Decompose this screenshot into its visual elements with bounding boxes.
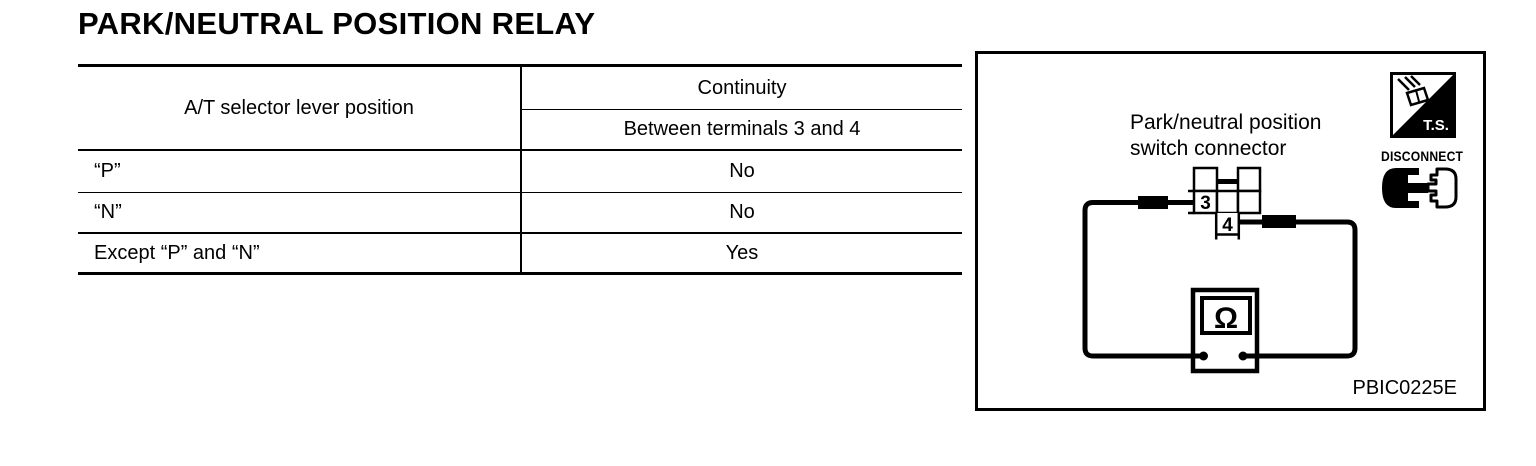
diagram-panel: Ω 3 4 Park/neutral position switch conne… <box>975 51 1486 411</box>
cell-position-except: Except “P” and “N” <box>78 234 522 272</box>
disconnect-label: DISCONNECT <box>1381 149 1464 164</box>
connector-latch-bar <box>1217 179 1238 184</box>
ts-icon-connector-divider <box>1415 89 1420 102</box>
cell-position-n: “N” <box>78 193 522 232</box>
cavity-edge-ticks <box>1188 189 1194 215</box>
connector-cavity <box>1215 189 1240 215</box>
cell-continuity-n: No <box>729 201 755 223</box>
connector-caption-line1: Park/neutral position <box>1130 111 1322 134</box>
terminal-4-label: 4 <box>1222 215 1233 236</box>
ohm-symbol: Ω <box>1214 302 1238 335</box>
ts-icon-triangle <box>1393 75 1453 135</box>
connector-cavity <box>1192 166 1219 193</box>
column-header-continuity: Continuity <box>522 67 962 110</box>
disconnect-icon <box>1382 167 1458 209</box>
diagram-frame <box>975 51 1486 411</box>
probe-dot-right <box>1238 351 1248 361</box>
disconnect-icon-notch <box>1408 193 1419 201</box>
cell-continuity-except: Yes <box>725 241 759 264</box>
connector-cavity-terminal-4-border <box>1214 213 1241 240</box>
ts-icon-label: T.S. <box>1423 117 1449 134</box>
table-header-row: A/T selector lever position Continuity B… <box>78 67 962 151</box>
column-subheader-terminals: Between terminals 3 and 4 <box>623 118 861 140</box>
circuit-diagram: Ω 3 4 <box>975 51 1486 411</box>
crimp-terminal-left <box>1138 196 1168 209</box>
ohmmeter-display <box>1200 296 1252 335</box>
connector-caption-line2: switch connector <box>1130 137 1287 160</box>
left-test-lead-wire <box>1082 200 1203 359</box>
right-test-lead-wire <box>1238 219 1358 359</box>
page-title: PARK/NEUTRAL POSITION RELAY <box>78 6 596 41</box>
disconnect-icon-left-half <box>1382 168 1419 208</box>
continuity-table: A/T selector lever position Continuity B… <box>78 64 962 275</box>
cell-continuity-p: No <box>729 160 755 182</box>
column-header-selector-position: A/T selector lever position <box>78 67 522 149</box>
ts-icon-probe-pins <box>1397 75 1421 91</box>
probe-dot-left <box>1199 351 1208 361</box>
connector-cavity <box>1236 166 1262 193</box>
table-row: Except “P” and “N” Yes <box>78 234 962 275</box>
connector-cavity-terminal-4 <box>1215 213 1240 234</box>
cell-position-p: “P” <box>78 151 522 192</box>
table-row: “P” No <box>78 151 962 193</box>
column-header-continuity-group: Continuity Between terminals 3 and 4 <box>522 67 962 149</box>
disconnect-icon-right-half <box>1426 167 1458 209</box>
crimp-terminal-right <box>1262 215 1296 228</box>
ts-tester-icon: T.S. <box>1390 72 1456 138</box>
table-row: “N” No <box>78 193 962 234</box>
disconnect-icon-tab <box>1419 183 1428 193</box>
connector-caption: Park/neutral position switch connector <box>1130 110 1321 162</box>
connector-cavity <box>1236 189 1262 215</box>
figure-code: PBIC0225E <box>1352 377 1457 399</box>
terminal-3-label: 3 <box>1200 193 1211 214</box>
disconnect-icon-notch <box>1408 175 1419 183</box>
